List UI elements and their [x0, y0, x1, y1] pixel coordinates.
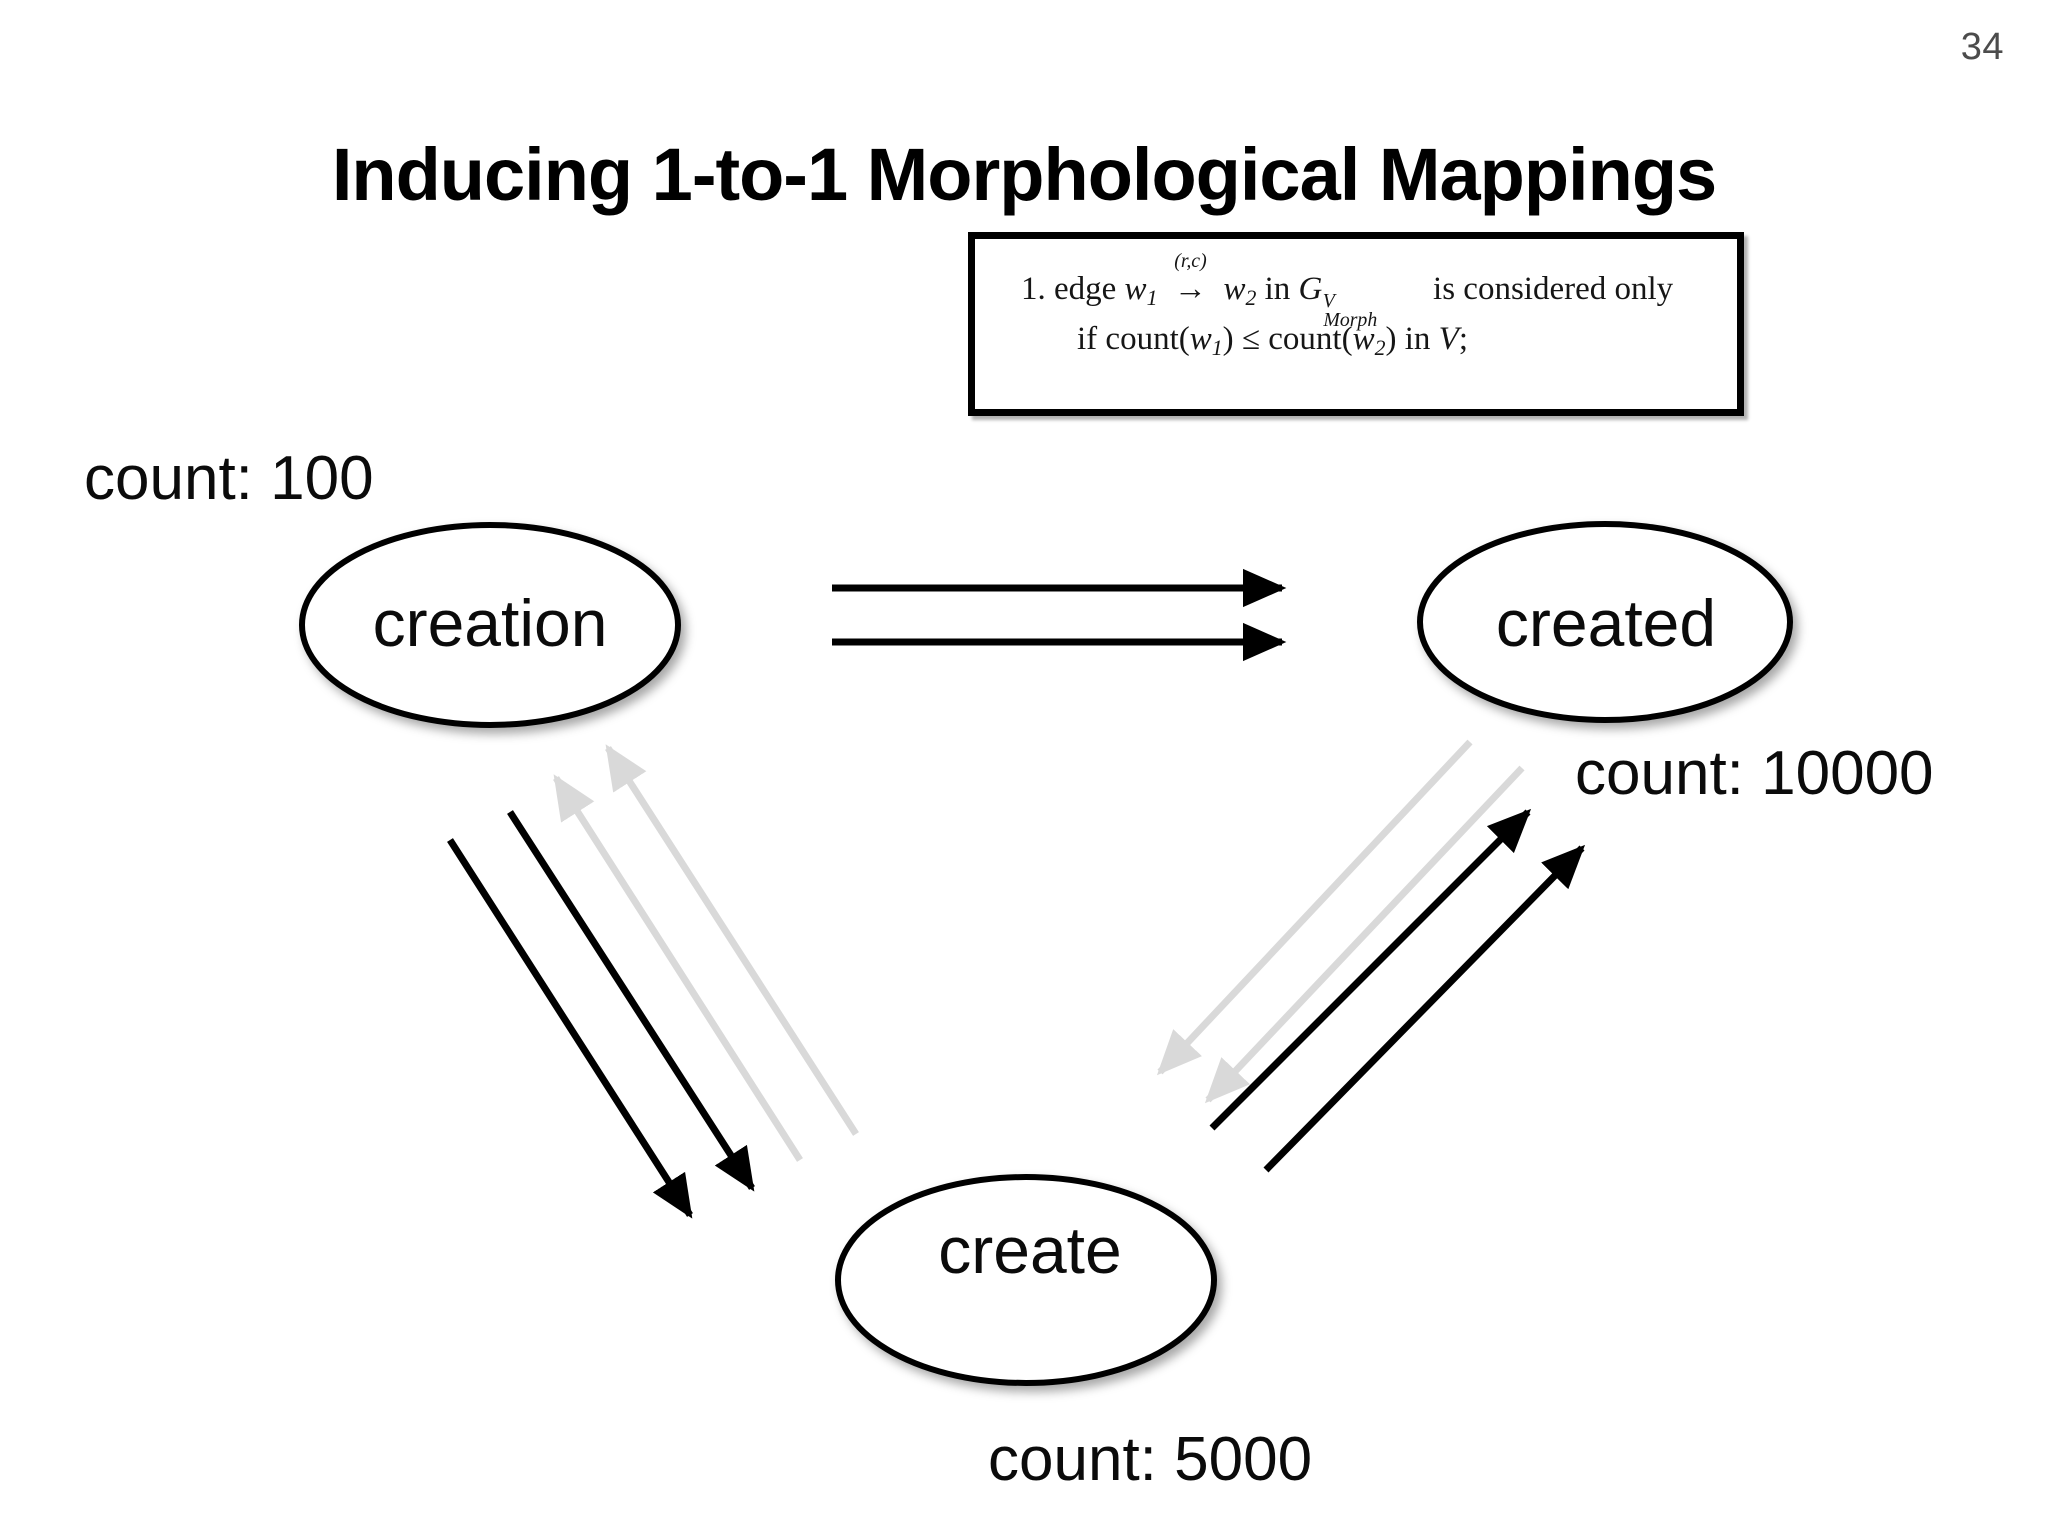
edge-group-creation-to-create — [447, 810, 755, 1219]
formula-word-in-1: in — [1264, 271, 1291, 307]
page-number: 34 — [1960, 26, 2004, 68]
edge-create-to-created-a — [1209, 808, 1532, 1131]
formula-leq-operator: ≤ — [1241, 320, 1261, 357]
formula-var-w1: w — [1124, 271, 1147, 307]
edge-created-to-create-b — [1204, 765, 1525, 1104]
formula-count1-var: w — [1189, 320, 1212, 357]
edge-group-create-to-creation — [553, 744, 859, 1162]
edge-create-to-creation-b — [605, 744, 859, 1136]
formula-arrow-label: (r,c) — [1174, 249, 1207, 272]
count-label-creation: count: 100 — [84, 444, 374, 513]
edge-group-create-to-created — [1209, 808, 1586, 1173]
edge-create-to-creation-a — [553, 774, 803, 1162]
node-ellipse-created[interactable] — [1417, 521, 1793, 723]
formula-semicolon: ; — [1458, 320, 1468, 357]
formula-item-number: 1. — [1021, 271, 1046, 307]
formula-var-V: V — [1438, 320, 1459, 357]
node-label-create: create — [938, 1213, 1122, 1287]
formula-labeled-arrow: (r,c)→ — [1166, 250, 1216, 313]
formula-var-w2-subscript: 2 — [1245, 286, 1257, 311]
edge-create-to-created-b — [1263, 844, 1586, 1173]
node-label-created: created — [1495, 586, 1717, 660]
page-title: Inducing 1-to-1 Morphological Mappings — [331, 132, 1717, 216]
formula-count-open-2: count( — [1268, 320, 1353, 357]
count-label-create: count: 5000 — [988, 1425, 1313, 1494]
formula-count-open-1: count( — [1105, 320, 1190, 357]
formula-var-G: G — [1298, 271, 1323, 307]
node-label-creation: creation — [372, 586, 608, 660]
edge-group-created-to-create — [1156, 739, 1525, 1104]
formula-var-w2: w — [1223, 271, 1246, 307]
count-label-created: count: 10000 — [1575, 739, 1934, 808]
formula-G-subscript: Morph — [1323, 308, 1378, 331]
formula-count2-var: w — [1352, 320, 1375, 357]
edge-created-to-create-a — [1156, 739, 1473, 1076]
node-ellipse-creation[interactable] — [299, 522, 681, 728]
formula-word-if: if — [1077, 320, 1098, 357]
edge-group-creation-to-created — [832, 568, 1287, 662]
edge-creation-to-create-a — [447, 838, 693, 1219]
formula-arrow-glyph: → — [1173, 271, 1207, 307]
formula-count1-var-subscript: 1 — [1211, 335, 1223, 360]
edge-creation-to-create-b — [507, 810, 755, 1192]
node-ellipse-create[interactable] — [835, 1174, 1217, 1386]
formula-word-in-2: in — [1404, 320, 1431, 357]
formula-line-2: if count(w1) ≤ count(w2) in V; — [1021, 315, 1721, 365]
formula-count2-var-subscript: 2 — [1374, 335, 1386, 360]
formula-G-superscript: V — [1322, 290, 1335, 313]
formula-word-edge: edge — [1054, 271, 1117, 307]
formula-count-close-2: ) — [1385, 320, 1397, 357]
formula-line1-tail: is considered only — [1433, 271, 1674, 307]
formula-count-close-1: ) — [1222, 320, 1234, 357]
formula-var-w1-subscript: 1 — [1146, 286, 1158, 311]
